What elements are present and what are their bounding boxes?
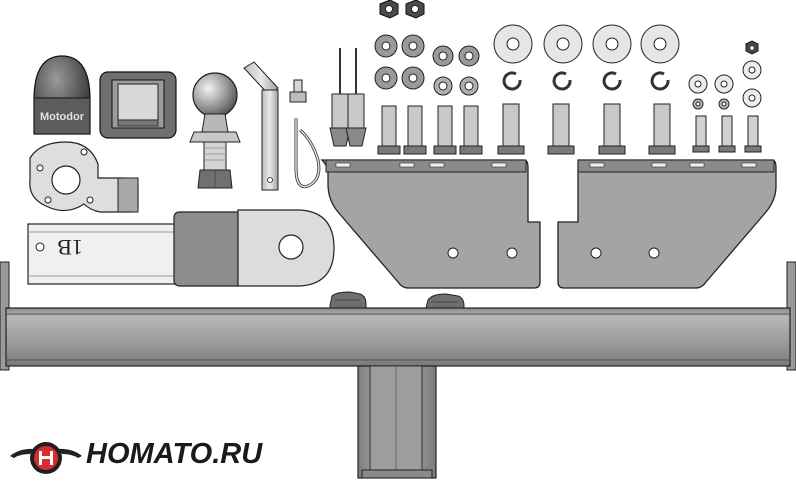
tow-ball xyxy=(189,72,241,189)
socket-housing xyxy=(99,71,177,139)
removable-drawbar xyxy=(27,209,335,287)
tow-ball-cap xyxy=(33,55,91,135)
right-mounting-bracket xyxy=(557,159,777,289)
small-washers xyxy=(688,60,762,110)
socket-plate xyxy=(29,141,139,213)
locking-pin xyxy=(243,61,279,191)
small-bolt xyxy=(289,79,307,103)
hex-nuts xyxy=(379,0,759,55)
center-stem xyxy=(357,365,437,479)
lock-washers xyxy=(502,71,670,91)
long-bolts xyxy=(329,48,367,147)
left-mounting-bracket xyxy=(320,159,541,289)
main-crossbar xyxy=(0,261,796,371)
medium-bolts xyxy=(377,103,762,155)
bar-clamps xyxy=(329,291,465,309)
r-clip xyxy=(294,118,321,189)
large-washers xyxy=(493,24,680,64)
cap-brand-label: Motodor xyxy=(40,111,85,123)
washers xyxy=(374,34,480,96)
homato-logo-mark xyxy=(10,442,82,474)
drawbar-insert-label: 1B xyxy=(57,235,83,260)
watermark-text: HOMATO.RU xyxy=(86,438,263,470)
